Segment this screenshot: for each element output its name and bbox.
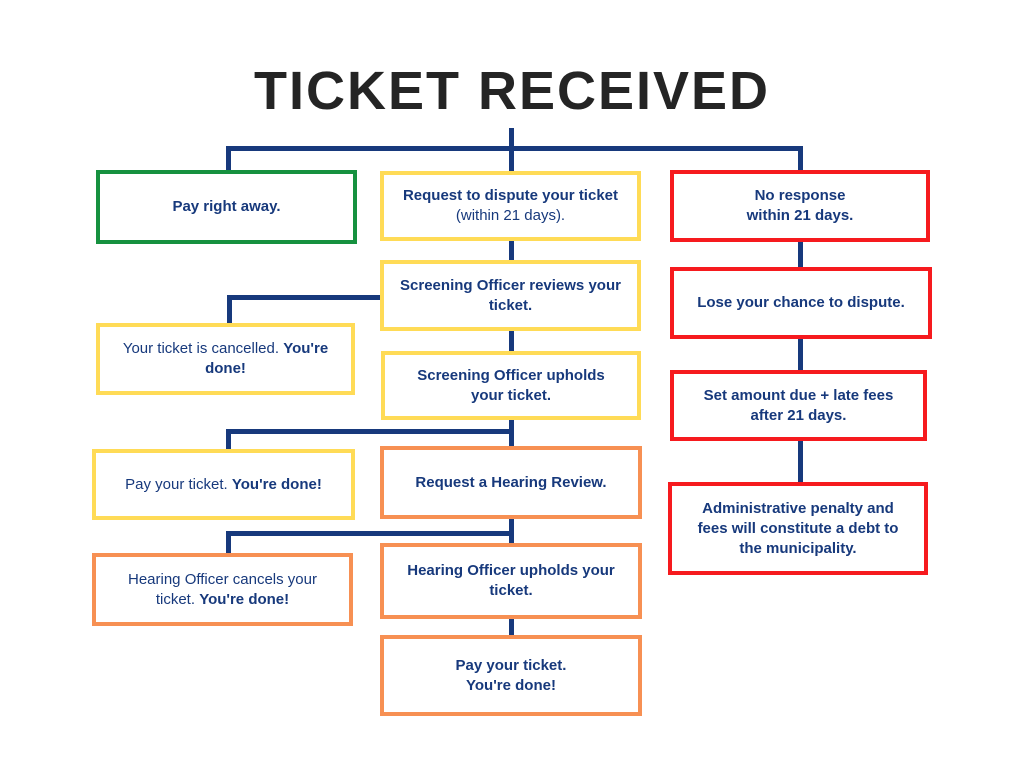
connector-noresponse-to-lose (798, 242, 803, 268)
node-label: Pay right away. (172, 198, 281, 215)
connector-upholds-to-pay-final (509, 619, 514, 636)
node-label: Administrative penalty and fees will con… (697, 499, 899, 557)
node-admin-penalty: Administrative penalty and fees will con… (668, 482, 928, 575)
node-pay-ticket-done: Pay your ticket. You're done! (92, 449, 355, 520)
node-lose-chance: Lose your chance to dispute. (670, 267, 932, 339)
node-no-response: No response within 21 days. (670, 170, 930, 242)
node-label: Your ticket is cancelled. You're done! (122, 340, 329, 377)
connector-drop-to-pay-right-away (226, 148, 231, 171)
connector-branch-cancels-h (226, 531, 514, 536)
node-request-hearing: Request a Hearing Review. (380, 446, 642, 519)
connector-dispute-to-reviews (509, 241, 514, 262)
node-label: Lose your chance to dispute. (697, 294, 905, 311)
node-label: Pay your ticket. You're done! (455, 656, 567, 694)
connector-branch-cancels-v (226, 533, 231, 554)
page-title: TICKET RECEIVED (253, 61, 771, 121)
connector-branch-pay-done-h (226, 429, 514, 434)
node-pay-right-away: Pay right away. (96, 170, 357, 244)
node-label: Screening Officer upholds your ticket. (417, 366, 605, 404)
node-pay-ticket-final: Pay your ticket. You're done! (380, 635, 642, 716)
node-label: Set amount due + late fees after 21 days… (703, 386, 894, 424)
node-hearing-upholds: Hearing Officer upholds your ticket. (380, 543, 642, 619)
connector-setamount-to-penalty (798, 441, 803, 483)
connector-branch-cancelled-v (227, 297, 232, 324)
node-screening-upholds: Screening Officer upholds your ticket. (381, 351, 641, 420)
node-ticket-cancelled: Your ticket is cancelled. You're done! (96, 323, 355, 395)
connector-branch-cancelled-h (227, 295, 380, 300)
node-set-amount: Set amount due + late fees after 21 days… (670, 370, 927, 441)
connector-top-horizontal (226, 146, 803, 151)
node-label: Pay your ticket. You're done! (125, 475, 322, 493)
node-label: Request a Hearing Review. (415, 473, 607, 491)
node-hearing-cancels: Hearing Officer cancels your ticket. You… (92, 553, 353, 626)
connector-lose-to-setamount (798, 339, 803, 371)
node-label: Hearing Officer cancels your ticket. You… (128, 570, 317, 608)
node-label: Request to dispute your ticket (402, 187, 619, 204)
node-label: Screening Officer reviews your ticket. (400, 276, 621, 314)
connector-drop-to-no-response (798, 148, 803, 171)
connector-branch-pay-done-v (226, 431, 231, 450)
node-screening-reviews: Screening Officer reviews your ticket. (380, 260, 641, 331)
node-request-dispute: Request to dispute your ticket (within 2… (380, 171, 641, 241)
node-label: No response within 21 days. (746, 187, 854, 224)
node-sublabel: (within 21 days). (455, 207, 566, 224)
node-label: Hearing Officer upholds your ticket. (407, 562, 615, 599)
connector-reviews-to-upholds (509, 331, 514, 352)
